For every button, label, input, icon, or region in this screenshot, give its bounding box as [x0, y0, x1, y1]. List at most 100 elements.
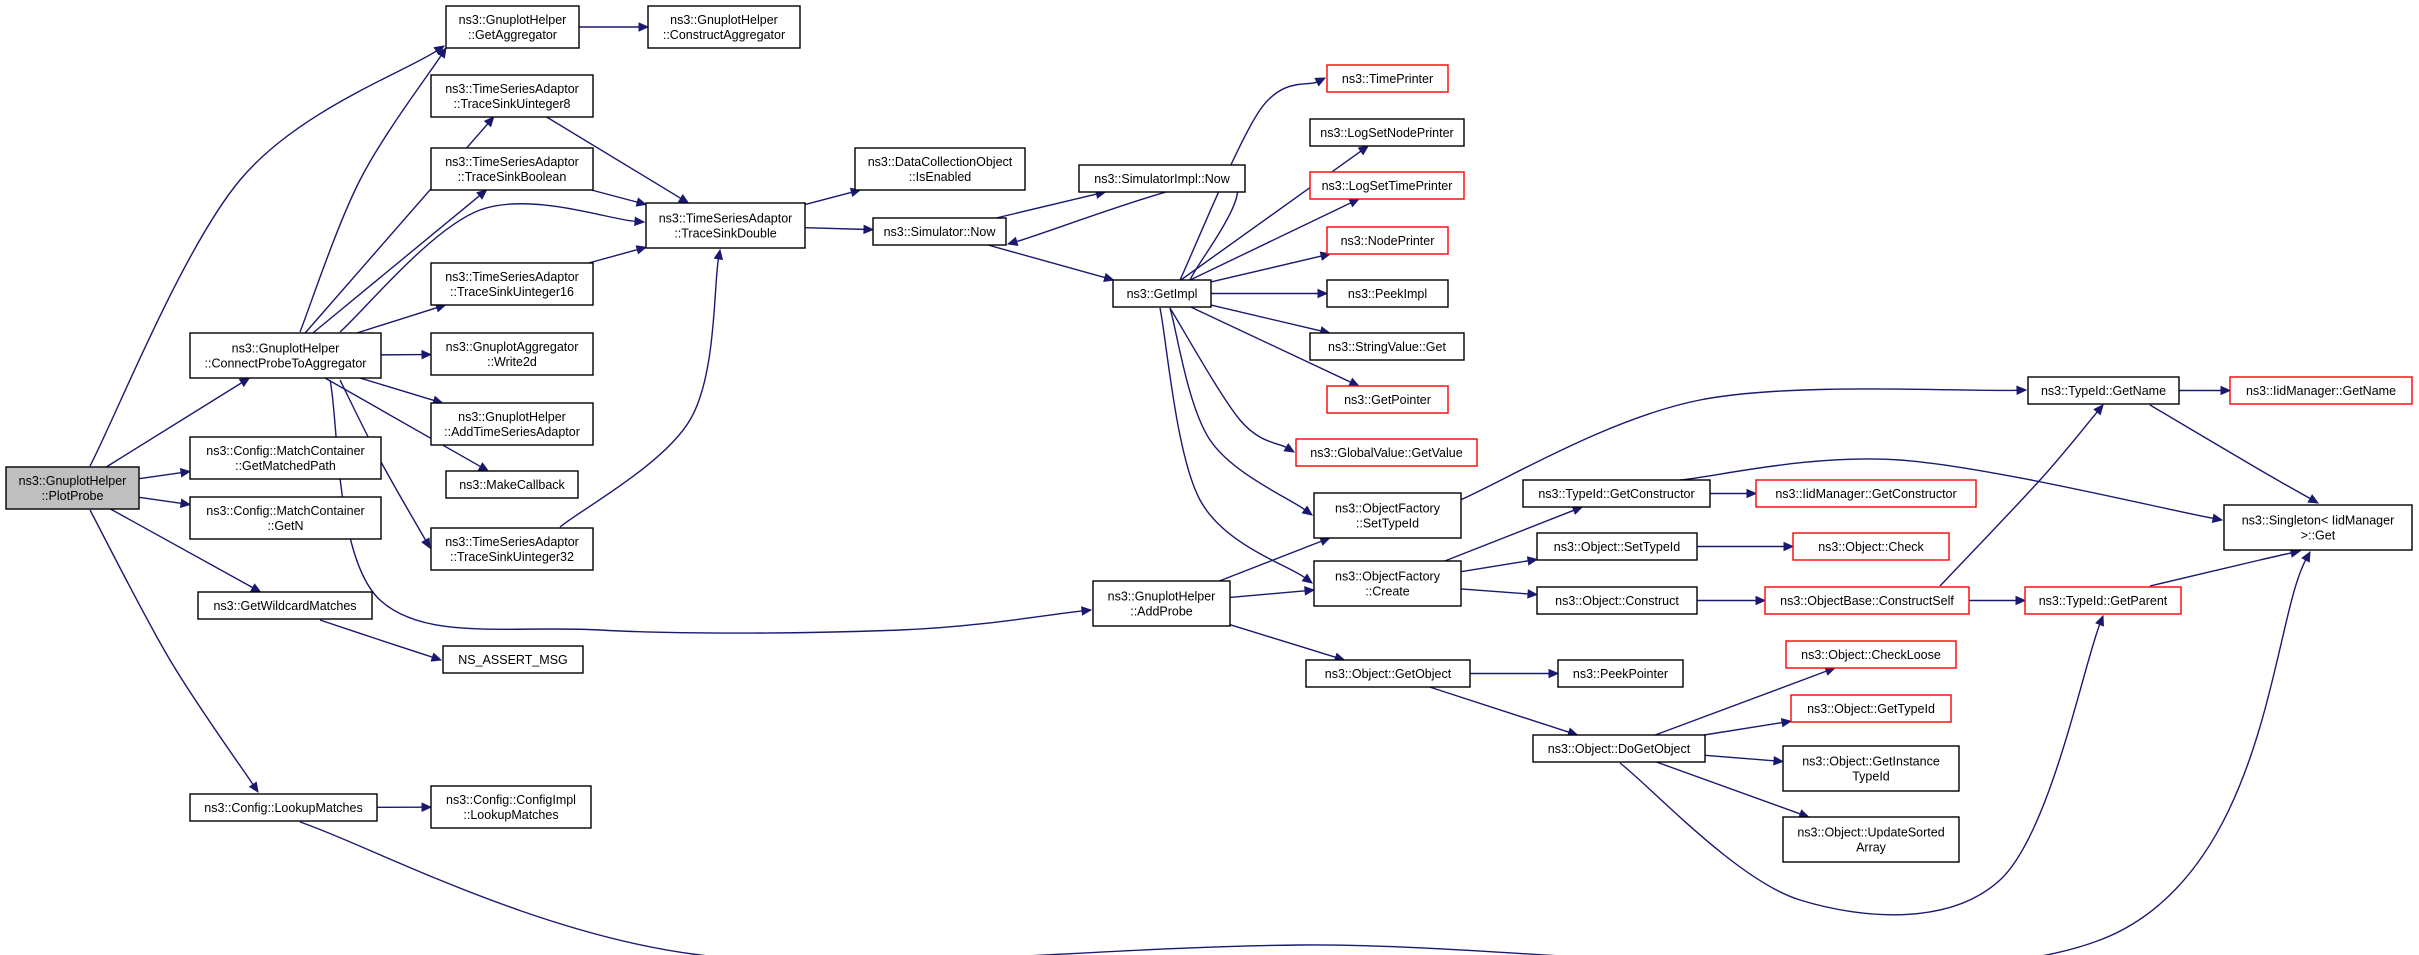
node-dogetobject[interactable]: ns3::Object::DoGetObject	[1532, 734, 1706, 763]
edge-typeidgetconstructor-to-singletonget	[1679, 458, 2214, 520]
node-tsuint8[interactable]: ns3::TimeSeriesAdaptor::TraceSinkUintege…	[430, 74, 594, 118]
node-label: ns3::LogSetNodePrinter	[1320, 126, 1453, 140]
node-constructself[interactable]: ns3::ObjectBase::ConstructSelf	[1764, 586, 1970, 615]
node-logsetnodeprinter[interactable]: ns3::LogSetNodePrinter	[1309, 118, 1465, 147]
node-nodeprinter[interactable]: ns3::NodePrinter	[1326, 226, 1449, 255]
node-getimpl[interactable]: ns3::GetImpl	[1112, 279, 1212, 308]
node-addprobe[interactable]: ns3::GnuplotHelper::AddProbe	[1092, 580, 1231, 627]
edge-tsuint32-to-tsdouble	[559, 258, 720, 528]
node-connectprobe[interactable]: ns3::GnuplotHelper::ConnectProbeToAggreg…	[189, 332, 382, 379]
node-tsuint32[interactable]: ns3::TimeSeriesAdaptor::TraceSinkUintege…	[430, 527, 594, 571]
arrowhead-typeidgetname-to-singletonget	[2307, 494, 2320, 504]
arrowhead-constructself-to-typeidgetparent	[2015, 595, 2027, 606]
edge-connectprobe-to-tsuint16	[356, 307, 438, 334]
node-tsdouble[interactable]: ns3::TimeSeriesAdaptor::TraceSinkDouble	[645, 202, 806, 249]
node-box	[1790, 694, 1952, 723]
node-timeprinter[interactable]: ns3::TimePrinter	[1326, 64, 1449, 93]
node-objgetobject[interactable]: ns3::Object::GetObject	[1305, 659, 1471, 688]
node-objconstruct[interactable]: ns3::Object::Construct	[1536, 586, 1698, 615]
node-peekpointer[interactable]: ns3::PeekPointer	[1557, 659, 1684, 688]
node-addtsa[interactable]: ns3::GnuplotHelper::AddTimeSeriesAdaptor	[430, 402, 594, 446]
node-logsettimeprinter[interactable]: ns3::LogSetTimePrinter	[1309, 171, 1465, 200]
arrowhead-tsuint16-to-tsdouble	[635, 245, 648, 255]
node-label: ns3::GnuplotHelper	[670, 13, 778, 27]
node-simnow[interactable]: ns3::Simulator::Now	[872, 217, 1007, 246]
node-label: ns3::GnuplotAggregator	[446, 340, 579, 354]
node-makecallback[interactable]: ns3::MakeCallback	[445, 470, 579, 499]
edge-dogetobject-to-updatesorted	[1656, 761, 1801, 815]
node-tsbool[interactable]: ns3::TimeSeriesAdaptor::TraceSinkBoolean	[430, 147, 594, 191]
node-isenabled[interactable]: ns3::DataCollectionObject::IsEnabled	[854, 147, 1026, 191]
node-write2d[interactable]: ns3::GnuplotAggregator::Write2d	[430, 332, 594, 376]
node-iidgetconstructor[interactable]: ns3::IidManager::GetConstructor	[1755, 479, 1977, 508]
node-globalvalueget[interactable]: ns3::GlobalValue::GetValue	[1295, 438, 1478, 467]
edge-simnow-to-getimpl	[987, 244, 1106, 279]
node-objsettypeid[interactable]: ns3::Object::SetTypeId	[1536, 532, 1698, 561]
node-label: ns3::NodePrinter	[1341, 234, 1435, 248]
node-box	[1309, 332, 1465, 361]
node-nsassert[interactable]: NS_ASSERT_MSG	[442, 645, 584, 674]
node-objcheck[interactable]: ns3::Object::Check	[1792, 532, 1950, 561]
node-configimpllookup[interactable]: ns3::Config::ConfigImpl::LookupMatches	[430, 785, 592, 829]
node-getmatchedpath[interactable]: ns3::Config::MatchContainer::GetMatchedP…	[189, 436, 382, 480]
node-typeidgetconstructor[interactable]: ns3::TypeId::GetConstructor	[1522, 479, 1711, 508]
node-typeidgetparent[interactable]: ns3::TypeId::GetParent	[2024, 586, 2182, 615]
node-box	[430, 402, 594, 446]
node-stringvalueget[interactable]: ns3::StringValue::Get	[1309, 332, 1465, 361]
node-box	[1092, 580, 1231, 627]
node-tsuint16[interactable]: ns3::TimeSeriesAdaptor::TraceSinkUintege…	[430, 262, 594, 306]
node-box	[2027, 376, 2180, 405]
arrowhead-connectprobe-to-getaggregator	[436, 46, 447, 59]
node-label: ns3::Object::DoGetObject	[1548, 742, 1691, 756]
node-peekimpl[interactable]: ns3::PeekImpl	[1326, 279, 1449, 308]
node-box	[430, 785, 592, 829]
node-label: ::TraceSinkUinteger32	[450, 550, 574, 564]
node-box	[872, 217, 1007, 246]
node-label: ns3::GlobalValue::GetValue	[1310, 446, 1462, 460]
node-getn[interactable]: ns3::Config::MatchContainer::GetN	[189, 496, 382, 540]
node-objgettypeid[interactable]: ns3::Object::GetTypeId	[1790, 694, 1952, 723]
node-typeidgetname[interactable]: ns3::TypeId::GetName	[2027, 376, 2180, 405]
node-label: ns3::GetPointer	[1344, 393, 1431, 407]
node-getaggregator[interactable]: ns3::GnuplotHelper::GetAggregator	[445, 5, 580, 49]
edge-plotprobe-to-connectprobe	[105, 382, 243, 468]
edge-plotprobe-to-getmatchedpath	[138, 472, 182, 480]
node-box	[1557, 659, 1684, 688]
edge-addprobe-to-ofcreate	[1229, 590, 1306, 599]
arrowhead-objconstruct-to-constructself	[1755, 595, 1767, 606]
node-constructaggregator[interactable]: ns3::GnuplotHelper::ConstructAggregator	[647, 5, 801, 49]
arrowhead-plotprobe-to-getmatchedpath	[179, 468, 192, 478]
node-label: ns3::Object::Check	[1818, 540, 1924, 554]
node-label: ns3::Object::UpdateSorted	[1797, 826, 1944, 840]
node-plotprobe[interactable]: ns3::GnuplotHelper::PlotProbe	[5, 466, 140, 510]
node-simimplnow[interactable]: ns3::SimulatorImpl::Now	[1078, 164, 1246, 193]
node-ofsettypeid[interactable]: ns3::ObjectFactory::SetTypeId	[1313, 492, 1462, 539]
node-label: ns3::GetImpl	[1127, 287, 1198, 301]
node-checkloose[interactable]: ns3::Object::CheckLoose	[1785, 640, 1957, 669]
node-layer: ns3::GnuplotHelper::PlotProbens3::Gnuplo…	[5, 5, 2413, 863]
edge-plotprobe-to-getwildcard	[110, 508, 254, 589]
node-iidgetname[interactable]: ns3::IidManager::GetName	[2229, 376, 2413, 405]
arrowhead-getimpl-to-logsettimeprinter	[1348, 198, 1360, 208]
node-box	[1309, 118, 1465, 147]
node-box	[1782, 745, 1960, 792]
arrowhead-getwildcard-to-nsassert	[430, 652, 443, 662]
node-label: ns3::TypeId::GetConstructor	[1538, 487, 1694, 501]
node-label: ns3::GnuplotHelper	[19, 474, 127, 488]
node-label: Array	[1856, 841, 1887, 855]
node-getpointer[interactable]: ns3::GetPointer	[1326, 385, 1449, 414]
node-lookupmatches[interactable]: ns3::Config::LookupMatches	[189, 793, 378, 822]
arrowhead-tsuint8-to-tsdouble	[677, 193, 690, 204]
node-singletonget[interactable]: ns3::Singleton< IidManager >::Get	[2223, 504, 2413, 551]
node-ofcreate[interactable]: ns3::ObjectFactory::Create	[1313, 560, 1462, 607]
arrowhead-connectprobe-to-write2d	[421, 349, 433, 360]
node-box	[1295, 438, 1478, 467]
node-getwildcard[interactable]: ns3::GetWildcardMatches	[197, 591, 373, 620]
node-box	[430, 262, 594, 306]
arrowhead-lookupmatches-to-singletonget	[2301, 550, 2311, 563]
node-box	[197, 591, 373, 620]
node-box	[1326, 64, 1449, 93]
node-label: ns3::GnuplotHelper	[1108, 590, 1216, 604]
